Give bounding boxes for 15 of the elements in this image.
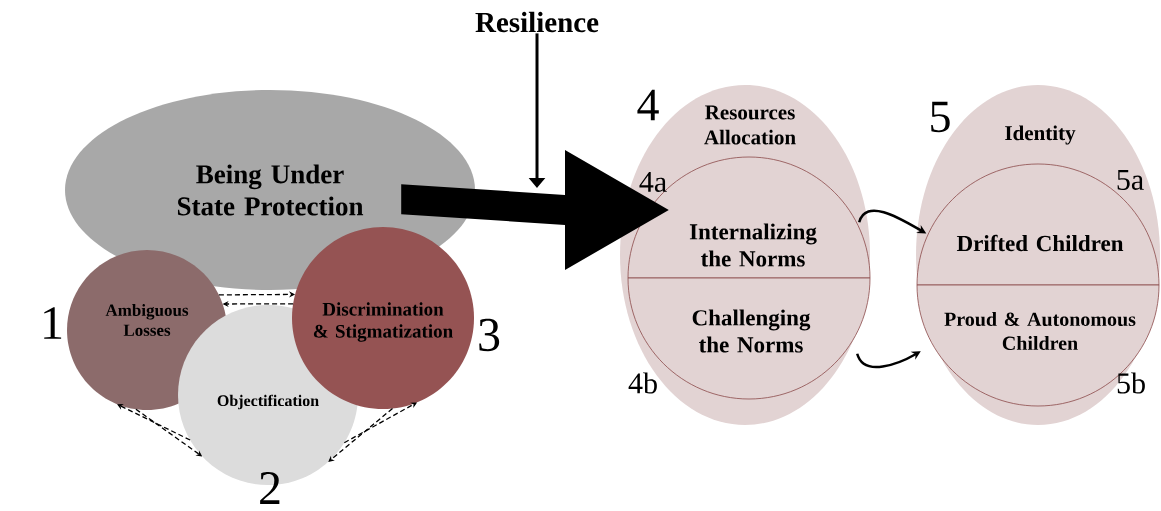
number-label: 3 bbox=[479, 318, 500, 352]
arrow bbox=[117, 404, 191, 441]
arrow bbox=[401, 150, 669, 270]
number-label: 5b bbox=[1117, 372, 1145, 394]
arrow bbox=[856, 351, 921, 369]
number-label: 2 bbox=[260, 472, 280, 504]
number-label: 5 bbox=[931, 101, 950, 133]
number-label: 1 bbox=[44, 307, 62, 339]
number-label: 4a bbox=[639, 172, 667, 193]
arrow bbox=[328, 407, 394, 462]
node-label: Drifted Children bbox=[956, 234, 1124, 252]
heading-text: Resilience bbox=[475, 11, 599, 33]
number-label: 4 bbox=[637, 89, 659, 121]
number-label: 4b bbox=[628, 372, 657, 394]
number-label: 5a bbox=[1117, 170, 1144, 190]
